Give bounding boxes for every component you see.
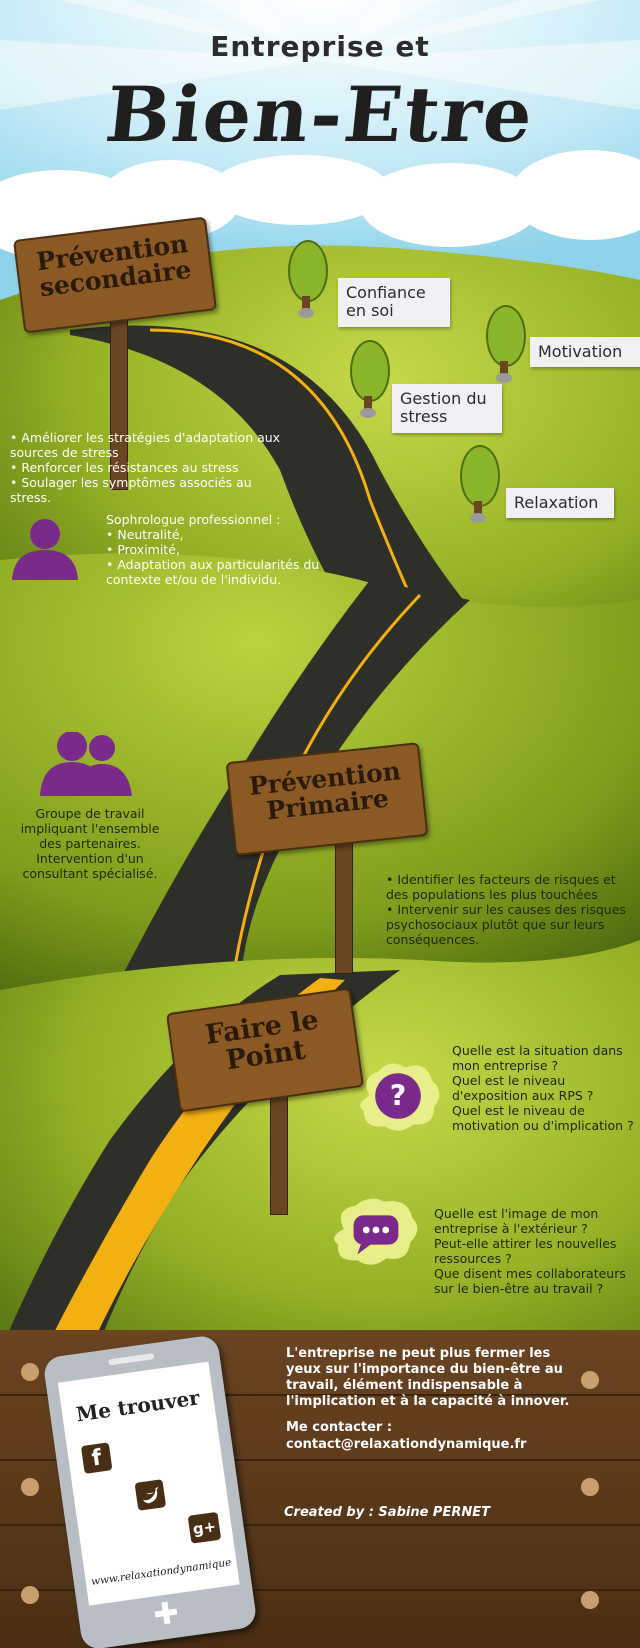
question-item: Quel est le niveau d'exposition aux RPS … (452, 1073, 594, 1103)
sophrologue-heading: Sophrologue professionnel : (106, 512, 281, 527)
phone-card: Me trouver f g+ www.relaxationdynamique (42, 1334, 258, 1648)
twitter-icon[interactable] (134, 1479, 167, 1511)
group-icon (40, 732, 132, 796)
label-confiance: Confiance en soi (338, 278, 450, 327)
groupe-text: Groupe de travail impliquant l'ensemble … (20, 806, 160, 881)
tree-motivation (486, 305, 526, 385)
facebook-icon[interactable]: f (80, 1442, 113, 1474)
sophrologue-item: • Proximité, (106, 542, 180, 557)
primaire-list: • Identifier les facteurs de risques et … (386, 872, 636, 947)
title-big: Bien-Etre (101, 70, 539, 159)
secondaire-item: • Améliorer les stratégies d'adaptation … (10, 430, 281, 460)
question-icon: ? (360, 1063, 440, 1131)
secondaire-item: • Renforcer les résistances au stress (10, 460, 239, 475)
sign-point-label: Faire le Point (203, 1004, 321, 1077)
sign-primaire: Prévention Primaire (225, 742, 430, 974)
chat-icon (334, 1198, 418, 1265)
sign-secondaire: Prévention secondaire (12, 216, 218, 538)
tree-gestion (350, 340, 390, 420)
website-link[interactable]: www.relaxationdynamique (90, 1556, 233, 1589)
label-motivation: Motivation (530, 337, 640, 368)
question-item: Quelle est l'image de mon entreprise à l… (434, 1206, 599, 1236)
tree-relaxation (460, 445, 500, 525)
sign-primaire-label: Prévention Primaire (247, 756, 403, 826)
me-trouver-label: Me trouver (74, 1385, 202, 1427)
label-gestion: Gestion du stress (392, 384, 502, 433)
question-item: Peut-elle attirer les nouvelles ressourc… (434, 1236, 617, 1266)
sign-secondaire-label: Prévention secondaire (34, 228, 193, 303)
contact-label: Me contacter : (286, 1420, 393, 1435)
questions-block-2: Quelle est l'image de mon entreprise à l… (434, 1206, 634, 1296)
questions-block-1: Quelle est la situation dans mon entrepr… (452, 1043, 634, 1133)
title-small: Entreprise et (210, 30, 430, 63)
question-item: Que disent mes collaborateurs sur le bie… (434, 1266, 626, 1296)
question-item: Quelle est la situation dans mon entrepr… (452, 1043, 623, 1073)
svg-text:?: ? (390, 1080, 407, 1113)
label-relaxation: Relaxation (506, 488, 614, 519)
question-item: Quel est le niveau de motivation ou d'im… (452, 1103, 634, 1133)
created-by: Created by : Sabine PERNET (284, 1505, 490, 1520)
footer-message: L'entreprise ne peut plus fermer les yeu… (286, 1346, 570, 1409)
sign-point: Faire le Point (165, 987, 365, 1215)
contact-email[interactable]: contact@relaxationdynamique.fr (286, 1437, 527, 1452)
secondaire-list: • Améliorer les stratégies d'adaptation … (10, 430, 290, 505)
person-icon (12, 519, 78, 580)
sophrologue-item: • Adaptation aux particularités du conte… (106, 557, 320, 587)
primaire-item: • Intervenir sur les causes des risques … (386, 902, 626, 947)
sophrologue-block: Sophrologue professionnel : • Neutralité… (106, 512, 336, 587)
primaire-item: • Identifier les facteurs de risques et … (386, 872, 616, 902)
secondaire-item: • Soulager les symptômes associés au str… (10, 475, 252, 505)
tree-confiance (288, 240, 328, 320)
sophrologue-item: • Neutralité, (106, 527, 184, 542)
google-plus-icon[interactable]: g+ (187, 1511, 222, 1544)
